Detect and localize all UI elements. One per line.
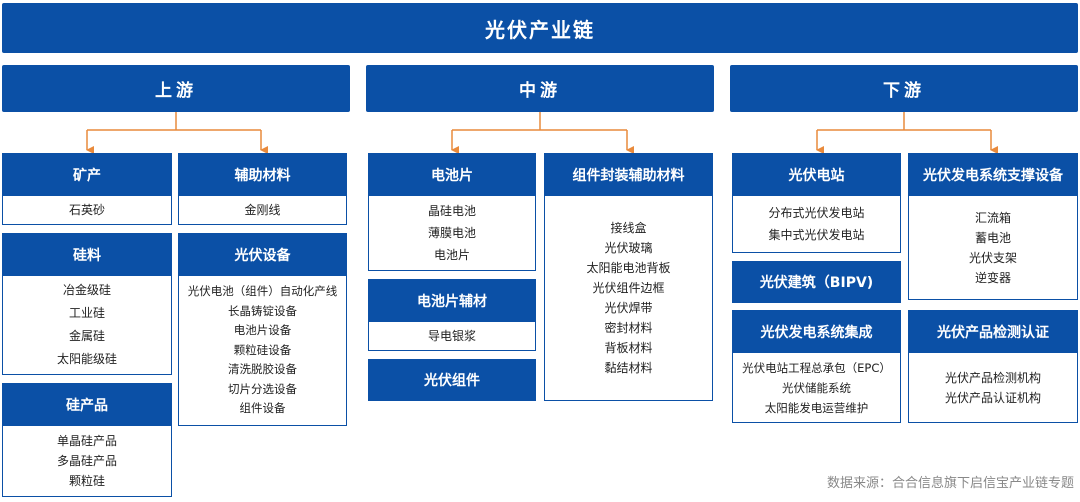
item-centralized-station: 集中式光伏发电站 [768,228,865,242]
item-epc: 光伏电站工程总承包（EPC） [742,360,891,375]
item-module-equipment: 组件设备 [239,401,286,416]
item-junction-box: 接线盒 [610,221,647,235]
card-testing-certification: 光伏产品检测认证 光伏产品检测机构 光伏产品认证机构 [908,310,1078,423]
card-testing-certification-title: 光伏产品检测认证 [909,311,1077,353]
item-industrial-silicon: 工业硅 [68,306,105,320]
card-pv-equipment-items: 光伏电池（组件）自动化产线 长晶铸锭设备 电池片设备 颗粒硅设备 清洗脱胶设备 … [179,276,346,425]
item-pv-mount: 光伏支架 [968,250,1017,265]
item-cleaning-equipment: 清洗脱胶设备 [228,362,297,377]
card-cells-title: 电池片 [369,154,535,196]
item-cell: 电池片 [433,248,470,262]
item-storage-battery: 蓄电池 [974,230,1011,245]
card-support-equipment-title: 光伏发电系统支撑设备 [909,154,1077,196]
card-pv-equipment-title: 光伏设备 [179,234,346,276]
item-energy-storage: 光伏储能系统 [782,380,851,395]
item-conductive-silver-paste: 导电银浆 [427,329,476,343]
card-mining-title: 矿产 [3,154,171,196]
item-crystal-growth-equipment: 长晶铸锭设备 [228,303,297,318]
item-sealing-material: 密封材料 [604,321,653,335]
item-pv-glass: 光伏玻璃 [604,241,653,255]
item-quartz-sand: 石英砂 [68,203,105,217]
card-module-packaging-items: 接线盒 光伏玻璃 太阳能电池背板 光伏组件边框 光伏焊带 密封材料 背板材料 黏… [545,196,712,400]
item-polycrystalline-products: 多晶硅产品 [56,454,117,468]
card-bipv: 光伏建筑（BIPV) [732,261,901,303]
card-mining-items: 石英砂 [3,196,171,224]
card-pv-station: 光伏电站 分布式光伏发电站 集中式光伏发电站 [732,153,901,253]
card-system-integration: 光伏发电系统集成 光伏电站工程总承包（EPC） 光伏储能系统 太阳能发电运营维护 [732,310,901,423]
card-system-integration-items: 光伏电站工程总承包（EPC） 光伏储能系统 太阳能发电运营维护 [733,353,900,422]
card-silicon-material: 硅料 冶金级硅 工业硅 金属硅 太阳能级硅 [2,233,172,375]
card-system-integration-title: 光伏发电系统集成 [733,311,900,353]
card-silicon-products-title: 硅产品 [3,384,171,426]
data-source: 数据来源：合合信息旗下启信宝产业链专题 [826,476,1074,491]
item-certification-agency: 光伏产品认证机构 [944,390,1041,405]
item-metallurgical-silicon: 冶金级硅 [62,283,111,297]
card-silicon-products: 硅产品 单晶硅产品 多晶硅产品 颗粒硅 [2,383,172,497]
card-aux-materials: 辅助材料 金刚线 [178,153,347,225]
card-testing-certification-items: 光伏产品检测机构 光伏产品认证机构 [909,353,1077,422]
item-module-frame: 光伏组件边框 [592,281,665,295]
card-silicon-material-items: 冶金级硅 工业硅 金属硅 太阳能级硅 [3,276,171,374]
item-distributed-station: 分布式光伏发电站 [768,206,865,220]
card-cell-aux-items: 导电银浆 [369,322,535,350]
item-diamond-wire: 金刚线 [244,203,281,217]
card-silicon-material-title: 硅料 [3,234,171,276]
item-testing-agency: 光伏产品检测机构 [944,370,1041,385]
item-slicing-sorting-equipment: 切片分选设备 [228,381,297,396]
card-support-equipment-items: 汇流箱 蓄电池 光伏支架 逆变器 [909,196,1077,299]
item-monocrystalline-products: 单晶硅产品 [56,434,117,448]
item-metal-silicon: 金属硅 [68,329,105,343]
item-inverter: 逆变器 [974,270,1011,285]
item-solar-grade-silicon: 太阳能级硅 [56,352,117,366]
card-cells-items: 晶硅电池 薄膜电池 电池片 [369,196,535,270]
item-operation-maintenance: 太阳能发电运营维护 [764,400,869,415]
chain-title: 光伏产业链 [2,3,1078,53]
card-pv-equipment: 光伏设备 光伏电池（组件）自动化产线 长晶铸锭设备 电池片设备 颗粒硅设备 清洗… [178,233,347,426]
stage-midstream: 中游 [366,65,714,112]
card-support-equipment: 光伏发电系统支撑设备 汇流箱 蓄电池 光伏支架 逆变器 [908,153,1078,300]
card-mining: 矿产 石英砂 [2,153,172,225]
item-granular-silicon: 颗粒硅 [68,474,105,488]
card-module-packaging: 组件封装辅助材料 接线盒 光伏玻璃 太阳能电池背板 光伏组件边框 光伏焊带 密封… [544,153,713,401]
item-backsheet: 太阳能电池背板 [586,261,671,275]
card-pv-station-items: 分布式光伏发电站 集中式光伏发电站 [733,196,900,252]
card-silicon-products-items: 单晶硅产品 多晶硅产品 颗粒硅 [3,426,171,496]
item-granular-silicon-equipment: 颗粒硅设备 [233,342,292,357]
item-adhesive-material: 黏结材料 [604,361,653,375]
item-thin-film-cell: 薄膜电池 [427,226,476,240]
item-cell-equipment: 电池片设备 [233,323,292,338]
card-aux-materials-items: 金刚线 [179,196,346,224]
item-crystalline-cell: 晶硅电池 [427,204,476,218]
card-module-packaging-title: 组件封装辅助材料 [545,154,712,196]
item-combiner-box: 汇流箱 [974,210,1011,225]
card-pv-station-title: 光伏电站 [733,154,900,196]
stage-downstream: 下游 [730,65,1078,112]
item-backplate-material: 背板材料 [604,341,653,355]
item-automation-line: 光伏电池（组件）自动化产线 [187,284,338,299]
item-pv-ribbon: 光伏焊带 [604,301,653,315]
card-aux-materials-title: 辅助材料 [179,154,346,196]
card-cells: 电池片 晶硅电池 薄膜电池 电池片 [368,153,536,271]
card-cell-aux-title: 电池片辅材 [369,280,535,322]
stage-upstream: 上游 [2,65,350,112]
card-pv-module: 光伏组件 [368,359,536,401]
card-cell-aux: 电池片辅材 导电银浆 [368,279,536,351]
